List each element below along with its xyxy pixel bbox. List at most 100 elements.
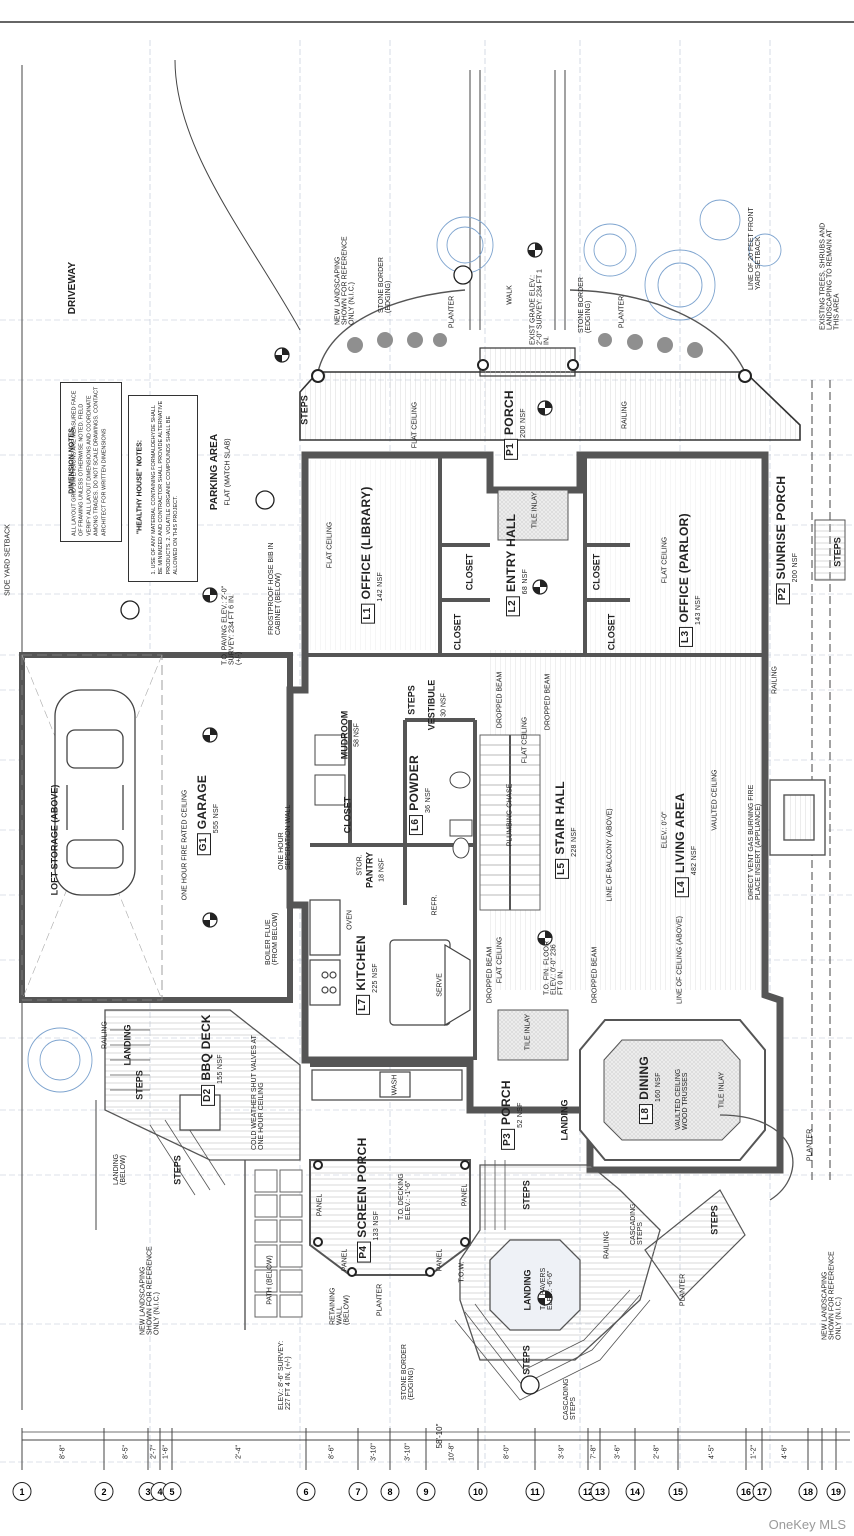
room-area: 36 NSF bbox=[425, 787, 432, 814]
room-tag: G1 bbox=[197, 833, 211, 856]
grid-bubble-8: 8 bbox=[380, 1482, 400, 1501]
grid-bubble-10: 10 bbox=[468, 1482, 488, 1501]
room-name: KITCHEN bbox=[354, 935, 368, 991]
cascading-steps-label: CASCADING STEPS bbox=[563, 1378, 577, 1420]
flat-ceiling-label-4: FLAT CEILING bbox=[521, 716, 529, 764]
room-name: ENTRY HALL bbox=[504, 513, 518, 593]
serve-label: SERVE bbox=[436, 973, 444, 997]
grid-dimension: 8'-6" bbox=[328, 1445, 336, 1459]
wash-label: WASH bbox=[391, 1074, 399, 1096]
room-tag: D2 bbox=[201, 1084, 215, 1106]
stone-border-label: STONE BORDER (EDGING) bbox=[378, 257, 392, 313]
room-name: LIVING AREA bbox=[673, 792, 687, 873]
railing-label-1: RAILING bbox=[101, 1020, 109, 1050]
grid-dimension: 3'-6" bbox=[614, 1445, 621, 1459]
pavers-label: T.O. PAVERS ELEV.: -6'-6" bbox=[540, 1267, 554, 1310]
new-landscaping-bottom: NEW LANDSCAPING SHOWN FOR REFERENCE ONLY… bbox=[139, 1246, 161, 1335]
panel-label-1: PANEL bbox=[316, 1193, 324, 1217]
grid-dimension: 7'-8" bbox=[590, 1445, 598, 1459]
deck-landing-label: LANDING bbox=[122, 1024, 133, 1066]
grid-bubble-17: 17 bbox=[752, 1482, 772, 1501]
flat-ceiling-label-5: FLAT CEILING bbox=[496, 936, 504, 984]
grid-dimension: 4'-6" bbox=[781, 1445, 789, 1459]
grid-bubble-2: 2 bbox=[94, 1482, 114, 1501]
panel-label-4: PANEL bbox=[436, 1248, 444, 1272]
grid-bubble-7: 7 bbox=[348, 1482, 368, 1501]
dimension-notes-box bbox=[60, 382, 122, 542]
grid-dimension: 1'-6" bbox=[162, 1445, 170, 1459]
pantry-area: 18 NSF bbox=[378, 858, 386, 882]
room-area: 555 NSF bbox=[213, 803, 220, 834]
separation-wall-label: ONE HOUR SEPERATION WALL bbox=[278, 804, 292, 870]
healthy-house-notes-box bbox=[128, 395, 198, 582]
room-area: 143 NSF bbox=[695, 595, 702, 625]
stone-border-bottom: STONE BORDER (EDGING) bbox=[401, 1344, 415, 1400]
driveway-label: DRIVEWAY bbox=[67, 261, 78, 315]
room-tag: L8 bbox=[639, 1103, 653, 1125]
room-name: GARAGE bbox=[195, 774, 209, 830]
decking-label: T.O. DECKING ELEV.: -1'-6" bbox=[398, 1173, 412, 1220]
room-area: 200 NSF bbox=[520, 408, 527, 438]
landing-below-label: LANDING (BELOW) bbox=[113, 1153, 127, 1185]
onekey-watermark: OneKey MLS bbox=[768, 1517, 846, 1532]
rear-tile-label: TILE INLAY bbox=[524, 1013, 532, 1051]
room-tag: L6 bbox=[409, 814, 423, 836]
rear-landing-label: LANDING bbox=[522, 1269, 533, 1311]
vaulted-ceiling-label: VAULTED CEILING bbox=[711, 769, 719, 831]
room-name: PORCH bbox=[499, 1080, 513, 1125]
room-area: 133 NSF bbox=[373, 1210, 380, 1241]
room-tag: L3 bbox=[679, 626, 693, 647]
room-area: 155 NSF bbox=[217, 1054, 224, 1084]
fire-rated-ceiling-label: ONE HOUR FIRE RATED CEILING bbox=[181, 789, 189, 901]
room-label-l1: L1OFFICE (LIBRARY)142 NSF bbox=[359, 486, 384, 624]
entry-tile-label: TILE INLAY bbox=[531, 491, 539, 529]
mudroom-label: MUDROOM bbox=[339, 710, 350, 760]
panel-label-2: PANEL bbox=[461, 1183, 469, 1207]
flat-ceiling-label-2: FLAT CEILING bbox=[661, 536, 669, 584]
stone-border-label-2: STONE BORDER (EDGING) bbox=[578, 277, 592, 333]
railing-label-4: RAILING bbox=[771, 665, 779, 695]
room-name: PORCH bbox=[502, 390, 516, 435]
living-elev-label: ELEV.: 0'-0" bbox=[661, 811, 669, 849]
grid-dimension: 3'-10" bbox=[370, 1443, 378, 1461]
grid-bubble-5: 5 bbox=[162, 1482, 182, 1501]
finish-floor-label: T.O. FIN. FLOOR ELEV.: 0'-0" 236 FT 0 IN… bbox=[543, 940, 565, 995]
grid-dimension: 3'-9" bbox=[558, 1445, 565, 1459]
room-tag: L7 bbox=[356, 994, 370, 1015]
grid-dimension: 8'-0" bbox=[503, 1445, 510, 1459]
room-label-l7: L7 KITCHEN 225 NSF bbox=[354, 935, 379, 1015]
closet-label-3: CLOSET bbox=[591, 553, 602, 591]
existing-trees-label: EXISTING TREES, SHRUBS AND LANDSCAPING T… bbox=[819, 222, 841, 330]
car-icon bbox=[54, 689, 136, 896]
room-area: 225 NSF bbox=[372, 963, 379, 993]
sunrise-steps-label: STEPS bbox=[832, 537, 843, 567]
deck-steps-label: STEPS bbox=[134, 1070, 145, 1100]
room-area: 228 NSF bbox=[571, 827, 578, 857]
closet-label-4: CLOSET bbox=[606, 613, 617, 651]
dining-tile-label: TILE INLAY bbox=[718, 1071, 726, 1109]
room-tag: P2 bbox=[776, 583, 790, 605]
balcony-line-label: LINE OF BALCONY (ABOVE) bbox=[606, 808, 614, 902]
side-yard-label: SIDE YARD SETBACK bbox=[4, 524, 12, 596]
planter-label-bottom-right: PLANTER bbox=[679, 1273, 687, 1307]
cascade-steps-label: STEPS bbox=[521, 1345, 532, 1375]
grid-bubble-15: 15 bbox=[668, 1482, 688, 1501]
room-name: SUNRISE PORCH bbox=[774, 475, 788, 580]
new-landscaping-label: NEW LANDSCAPING SHOWN FOR REFERENCE ONLY… bbox=[334, 236, 356, 325]
elev-survey-label: ELEV.: 8'-6" SURVEY: 227 FT 4 IN. (+/-) bbox=[278, 1340, 292, 1410]
grid-bubble-6: 6 bbox=[296, 1482, 316, 1501]
frostproof-label: FROSTPROOF HOSE BIB IN CABINET (BELOW) bbox=[268, 542, 282, 635]
grid-dimension: 4'-5" bbox=[708, 1445, 716, 1459]
landing-label: LANDING bbox=[559, 1099, 570, 1141]
grid-bubble-1: 1 bbox=[12, 1482, 32, 1501]
grid-dimension: 2'-7" bbox=[150, 1445, 158, 1459]
grid-dimension: 10'-8" bbox=[448, 1443, 456, 1461]
planter-label-bottom: PLANTER bbox=[376, 1283, 384, 1317]
panel-label-3: PANEL bbox=[341, 1248, 349, 1272]
room-name: POWDER bbox=[407, 754, 421, 811]
